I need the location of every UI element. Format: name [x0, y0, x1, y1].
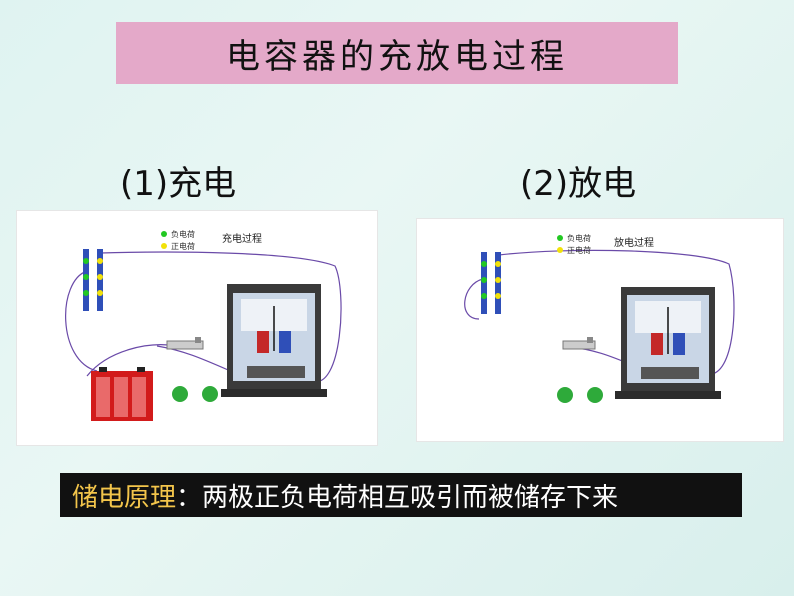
principle-text: ：两极正负电荷相互吸引而被储存下来 — [176, 482, 619, 513]
galvanometer — [615, 287, 721, 399]
principle-bar: 储电原理 ：两极正负电荷相互吸引而被储存下来 — [60, 473, 742, 517]
charging-label: (1)充电 — [120, 164, 237, 204]
legend: 负电荷 正电荷 — [161, 229, 195, 251]
negative-charge-dot — [161, 231, 167, 237]
legend-positive: 正电荷 — [171, 241, 195, 251]
switch — [562, 337, 596, 350]
negative-charge-dot — [557, 235, 563, 241]
green-button-1[interactable] — [557, 387, 573, 403]
legend-positive: 正电荷 — [567, 245, 591, 255]
green-button-2[interactable] — [202, 386, 218, 402]
process-title: 充电过程 — [222, 232, 262, 245]
charging-diagram: 负电荷 正电荷 充电过程 — [16, 210, 378, 446]
capacitor — [83, 249, 103, 311]
green-button-1[interactable] — [172, 386, 188, 402]
positive-charge-dot — [557, 247, 563, 253]
discharging-label: (2)放电 — [520, 164, 637, 204]
legend-negative: 负电荷 — [567, 233, 591, 243]
process-title: 放电过程 — [614, 236, 654, 249]
discharging-diagram: 负电荷 正电荷 放电过程 — [416, 218, 784, 442]
battery — [91, 367, 153, 421]
page-title: 电容器的充放电过程 — [226, 36, 568, 77]
legend-negative: 负电荷 — [171, 229, 195, 239]
principle-label: 储电原理 — [72, 482, 177, 513]
title-banner: 电容器的充放电过程 — [116, 22, 678, 84]
wire — [65, 251, 342, 383]
galvanometer — [221, 284, 327, 397]
green-button-2[interactable] — [587, 387, 603, 403]
capacitor — [481, 252, 501, 314]
legend: 负电荷 正电荷 — [557, 233, 591, 255]
switch — [166, 337, 204, 350]
positive-charge-dot — [161, 243, 167, 249]
